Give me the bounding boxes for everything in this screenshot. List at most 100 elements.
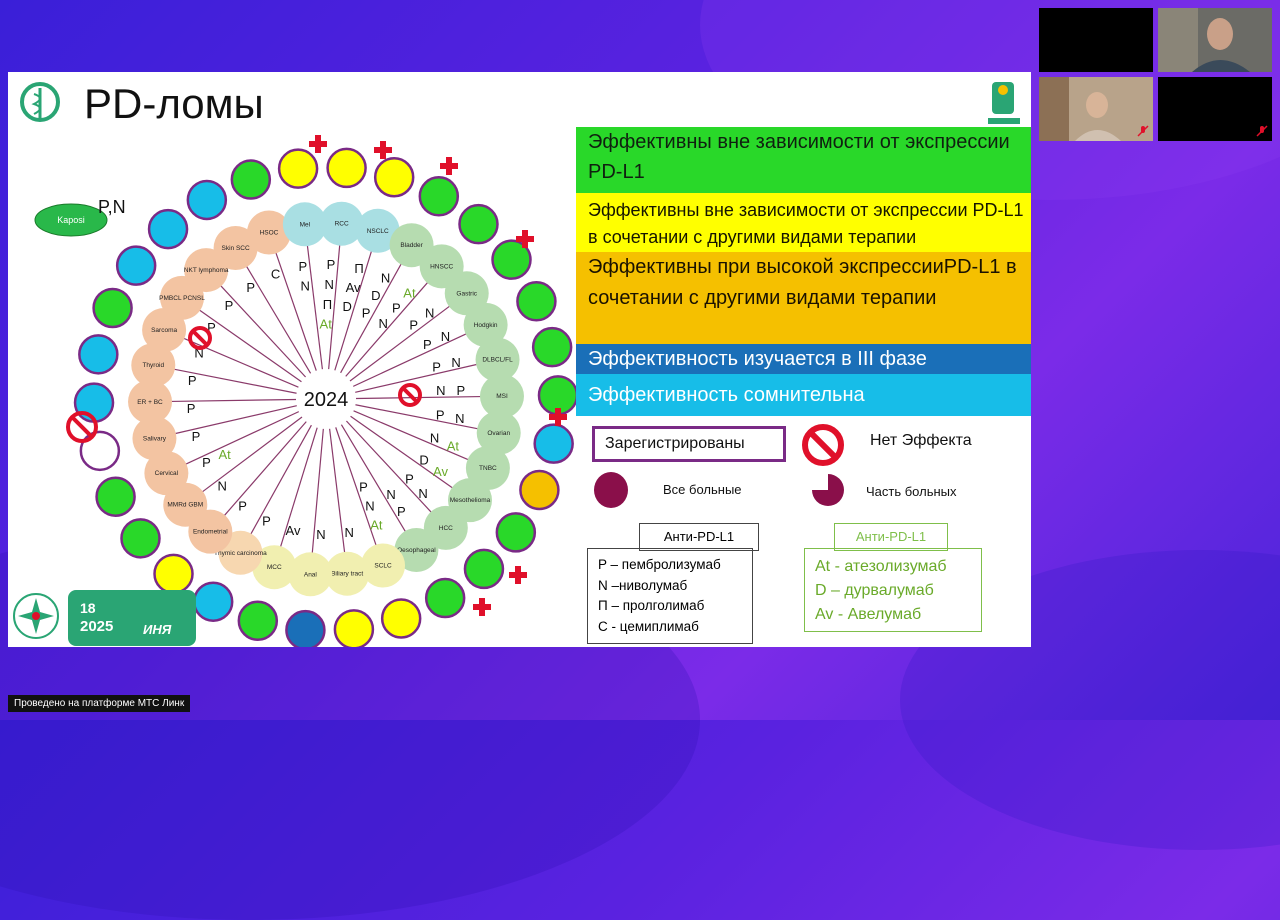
video-tile-speaker[interactable] <box>1158 8 1272 72</box>
anti-pd1-list: P – пембролизумаб N –ниволумаб П – пролг… <box>587 548 753 644</box>
drug-av: Av - Авелумаб <box>815 606 922 623</box>
drug-c: С - цемиплимаб <box>598 618 699 634</box>
ray-node <box>131 343 176 388</box>
ray-node-label: Thyroid <box>142 362 164 369</box>
video-tile-3[interactable] <box>1039 77 1153 141</box>
effect-indicator <box>326 147 367 189</box>
conference-emblem-icon <box>13 593 59 639</box>
ray-node <box>325 551 370 596</box>
effect-indicator <box>186 179 228 221</box>
ray-drug-letter: P <box>432 359 441 374</box>
video-tile-4[interactable] <box>1158 77 1272 141</box>
effect-indicator <box>380 598 422 639</box>
ray-line <box>340 263 402 374</box>
ray-drug-letter: N <box>301 279 310 294</box>
ray-drug-letter: Av <box>346 280 361 295</box>
ray-drug-letter: P <box>187 401 196 416</box>
ray-line <box>245 265 312 374</box>
ray-line <box>335 427 377 546</box>
ray-node <box>319 201 364 246</box>
ray-drug-letter: At <box>403 286 416 301</box>
ray-drug-letter: N <box>194 345 203 360</box>
effect-indicator <box>95 476 136 517</box>
ray-node <box>355 208 400 253</box>
ray-node <box>246 210 291 255</box>
ray-node-label: Mesothelioma <box>450 497 491 504</box>
ray-drug-letter: P <box>246 280 255 295</box>
ray-drug-letter: P <box>202 455 211 470</box>
ray-line <box>174 405 297 435</box>
ray-drug-letter: П <box>323 297 332 312</box>
ray-drug-letter: P <box>392 301 401 316</box>
ray-drug-letter: At <box>447 439 460 454</box>
ray-line <box>173 368 297 394</box>
participant-avatar-icon <box>1039 77 1153 141</box>
effect-indicator <box>192 581 234 622</box>
ray-line <box>198 309 302 383</box>
drug-p: P – пембролизумаб <box>598 557 721 572</box>
ray-node <box>213 225 258 270</box>
wheel-center-year: 2024 <box>304 389 349 411</box>
ray-line <box>350 415 454 489</box>
ray-node-label: MCC <box>267 564 282 571</box>
effect-indicator <box>463 548 505 590</box>
ray-drug-letter: N <box>218 479 227 494</box>
ray-drug-letter: P <box>207 320 216 335</box>
all-patients-label: Все больные <box>663 482 742 497</box>
red-cross-icon <box>516 230 534 248</box>
drug-n: N –ниволумаб <box>598 577 688 593</box>
speaker-avatar-icon <box>1158 8 1272 72</box>
ray-node-label: SCLC <box>374 563 392 570</box>
muted-mic-icon <box>1256 125 1268 137</box>
no-effect-label: Нет Эффекта <box>870 432 972 449</box>
ray-line <box>223 421 307 517</box>
ray-line <box>201 416 303 493</box>
anti-pdl1-list: At - атезолизумаб D – дурвалумаб Av - Ав… <box>804 548 982 632</box>
ray-drug-letter: P <box>436 407 445 422</box>
ray-line <box>353 410 469 461</box>
effect-indicator <box>73 382 115 423</box>
effect-indicator <box>458 203 499 245</box>
anti-pdl1-header: Анти-PD-L1 <box>834 523 948 551</box>
ray-node-label: DLBCL/FL <box>482 357 513 364</box>
ray-drug-letter: N <box>455 411 464 426</box>
red-cross-icon <box>309 135 327 153</box>
ray-line <box>355 363 478 393</box>
effect-indicator <box>533 423 574 464</box>
conference-year: 2025 <box>80 618 114 635</box>
video-tile-1[interactable] <box>1039 8 1153 72</box>
ray-line <box>352 333 467 387</box>
ray-node-label: Anal <box>304 571 318 578</box>
ray-drug-letter: P <box>225 298 234 313</box>
effect-indicator <box>285 609 326 647</box>
ray-drug-letter: P <box>238 498 247 513</box>
slide-title: PD-ломы <box>84 80 264 127</box>
no-effect-icon <box>802 424 844 466</box>
ray-node-label: Oesophageal <box>397 547 436 554</box>
ray-drug-letter: At <box>218 447 231 462</box>
ray-node-label: ER + BC <box>137 399 163 406</box>
ray-line <box>334 250 373 371</box>
ray-line <box>306 245 323 370</box>
ray-line <box>328 244 341 370</box>
effect-indicator <box>516 281 557 322</box>
ray-line <box>345 281 429 377</box>
ray-node <box>282 202 327 247</box>
ray-node <box>288 552 333 597</box>
ray-drug-letter: N <box>425 305 434 320</box>
ray-drug-letter: P <box>423 337 432 352</box>
ray-drug-letter: P <box>409 317 418 332</box>
ray-line <box>220 285 307 378</box>
